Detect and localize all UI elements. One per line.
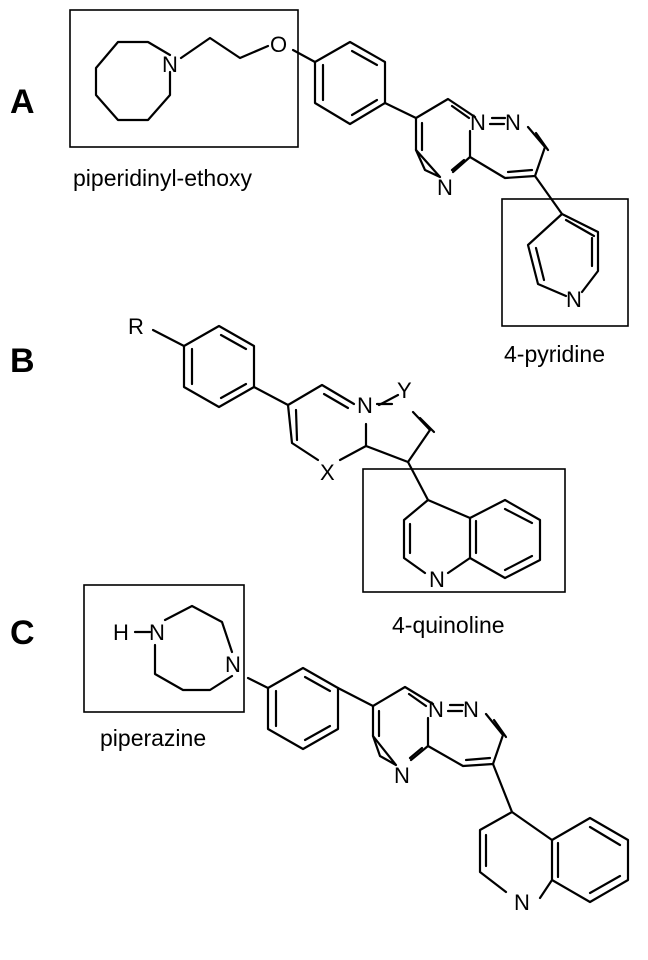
- atom-n-pyrimidine-c: N: [394, 763, 410, 788]
- panel-c-label: C: [10, 614, 35, 652]
- phenyl-ring-a: [313, 40, 418, 126]
- atom-n2-pyrazolo-c: N: [463, 697, 479, 722]
- atom-x: X: [320, 460, 335, 485]
- piperazine-box: [83, 584, 245, 713]
- quinoline-ring-c: [478, 762, 630, 904]
- atom-n-pyrimidine: N: [437, 175, 453, 200]
- pyrazole-ring-c: [426, 703, 508, 768]
- atom-n-piperazine-bottom: N: [225, 652, 241, 677]
- quinoline-box-b: [362, 468, 566, 593]
- pyrimidine-ring-a: [414, 97, 477, 179]
- atom-h-piperazine: H: [113, 620, 129, 645]
- panel-b: B R N Y X N 4: [10, 314, 566, 638]
- atom-n-quinoline-c: N: [514, 890, 530, 915]
- panel-a-label: A: [10, 83, 35, 121]
- pyrimidine-ring-c: [371, 685, 435, 767]
- phenyl-ring-b: [182, 324, 290, 409]
- atom-n-quinoline-b: N: [429, 567, 445, 592]
- caption-4-pyridine: 4-pyridine: [504, 341, 605, 367]
- atom-n-pyridine: N: [566, 287, 582, 312]
- atom-n-piperazine-top: N: [149, 620, 165, 645]
- piperidine-ring: [94, 40, 172, 122]
- atom-n1-pyrazolo: N: [470, 110, 486, 135]
- ethoxy-linker: [179, 36, 317, 64]
- caption-piperazine: piperazine: [100, 725, 206, 751]
- piperazine-ring: [133, 604, 234, 692]
- atom-o-ether: O: [270, 32, 287, 57]
- piperidinyl-ethoxy-box: [69, 9, 299, 148]
- fused-five-ring-b: [364, 393, 436, 464]
- panel-b-label: B: [10, 342, 35, 380]
- pyridine-ring-a: [526, 174, 600, 298]
- atom-n2-pyrazolo: N: [505, 110, 521, 135]
- caption-4-quinoline: 4-quinoline: [392, 612, 505, 638]
- pyridine-box: [501, 198, 629, 327]
- atom-r: R: [128, 314, 144, 339]
- bond-r-phenyl: [151, 328, 186, 348]
- atom-n-bridge-b: N: [357, 393, 373, 418]
- panel-c: C H: [10, 584, 630, 915]
- pyrazole-ring-a: [468, 116, 550, 180]
- phenyl-ring-c: [246, 666, 375, 751]
- atom-n-piperidine: N: [162, 52, 178, 77]
- atom-y: Y: [397, 378, 412, 403]
- atom-n1-pyrazolo-c: N: [428, 697, 444, 722]
- fused-six-ring-b: [286, 383, 368, 462]
- panel-a: A: [10, 9, 629, 367]
- caption-piperidinyl-ethoxy: piperidinyl-ethoxy: [73, 165, 252, 191]
- quinoline-ring-b: [402, 460, 542, 580]
